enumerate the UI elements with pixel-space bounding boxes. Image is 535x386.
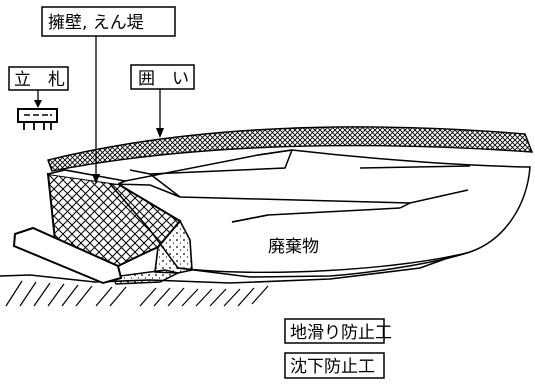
signboard-icon — [17, 108, 58, 130]
ground-hatching — [5, 280, 269, 307]
label-signboard: 立 札 — [8, 66, 69, 91]
leader-signboard — [34, 90, 42, 108]
label-landslide-prevention: 地滑り防止工 — [284, 318, 392, 344]
label-retaining-wall: 擁壁, えん堤 — [41, 6, 176, 37]
svg-text:擁壁, えん堤: 擁壁, えん堤 — [48, 13, 144, 33]
leader-retaining-wall — [92, 36, 100, 184]
svg-text:立 札: 立 札 — [14, 70, 65, 90]
svg-text:沈下防止工: 沈下防止工 — [290, 357, 375, 377]
leader-enclosure — [156, 89, 164, 138]
label-subsidence-prevention: 沈下防止工 — [284, 352, 385, 379]
enclosure-fence — [47, 126, 534, 172]
waste-body — [108, 149, 531, 278]
svg-text:囲 い: 囲 い — [138, 69, 189, 89]
label-waste: 廃棄物 — [268, 237, 319, 257]
svg-text:地滑り防止工: 地滑り防止工 — [290, 323, 392, 343]
label-enclosure: 囲 い — [130, 64, 195, 90]
concrete-base — [111, 269, 181, 285]
waste-terraces — [109, 149, 471, 223]
